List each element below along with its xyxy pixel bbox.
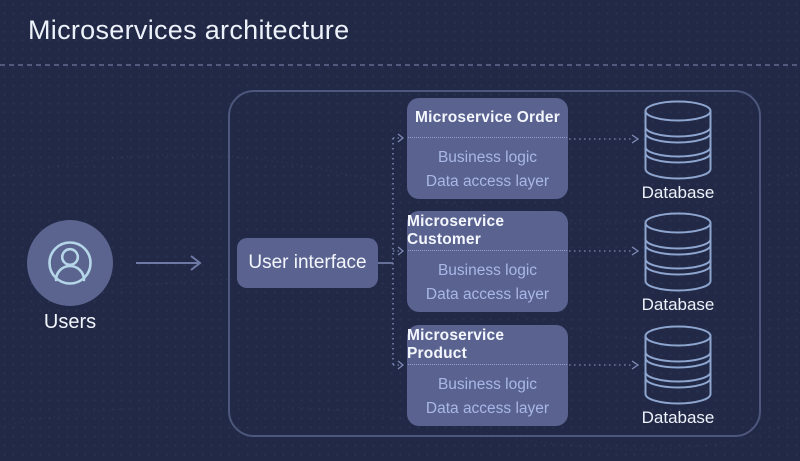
service-layer-data-access: Data access layer bbox=[425, 400, 550, 417]
service-title: Microservice Customer bbox=[407, 212, 505, 248]
service-layer-business-logic: Business logic bbox=[437, 149, 538, 166]
database-icon bbox=[643, 325, 713, 405]
page-title: Microservices architecture bbox=[28, 15, 350, 45]
database-icon bbox=[643, 100, 713, 180]
service-title: Microservice Order bbox=[415, 108, 560, 126]
database-icon bbox=[643, 212, 713, 292]
service-divider bbox=[408, 250, 567, 251]
database-label: Database bbox=[641, 408, 715, 427]
service-node-product: Microservice Product Business logic Data… bbox=[407, 325, 568, 426]
users-avatar bbox=[27, 220, 113, 306]
service-node-order: Microservice Order Business logic Data a… bbox=[407, 98, 568, 199]
users-arrow bbox=[136, 255, 202, 271]
database-label: Database bbox=[641, 295, 715, 314]
users-label: Users bbox=[43, 311, 97, 333]
service-node-customer: Microservice Customer Business logic Dat… bbox=[407, 211, 568, 312]
service-layer-business-logic: Business logic bbox=[437, 376, 538, 393]
service-divider bbox=[408, 364, 567, 365]
database-label: Database bbox=[641, 183, 715, 202]
service-divider bbox=[408, 137, 567, 138]
user-interface-node: User interface bbox=[237, 238, 378, 288]
services-panel-border bbox=[228, 90, 761, 437]
service-layer-data-access: Data access layer bbox=[425, 286, 550, 303]
user-interface-label: User interface bbox=[248, 252, 367, 273]
service-title: Microservice Product bbox=[407, 326, 505, 362]
service-layer-business-logic: Business logic bbox=[437, 262, 538, 279]
user-circle-icon bbox=[48, 241, 92, 285]
title-divider bbox=[0, 64, 800, 66]
service-layer-data-access: Data access layer bbox=[425, 173, 550, 190]
